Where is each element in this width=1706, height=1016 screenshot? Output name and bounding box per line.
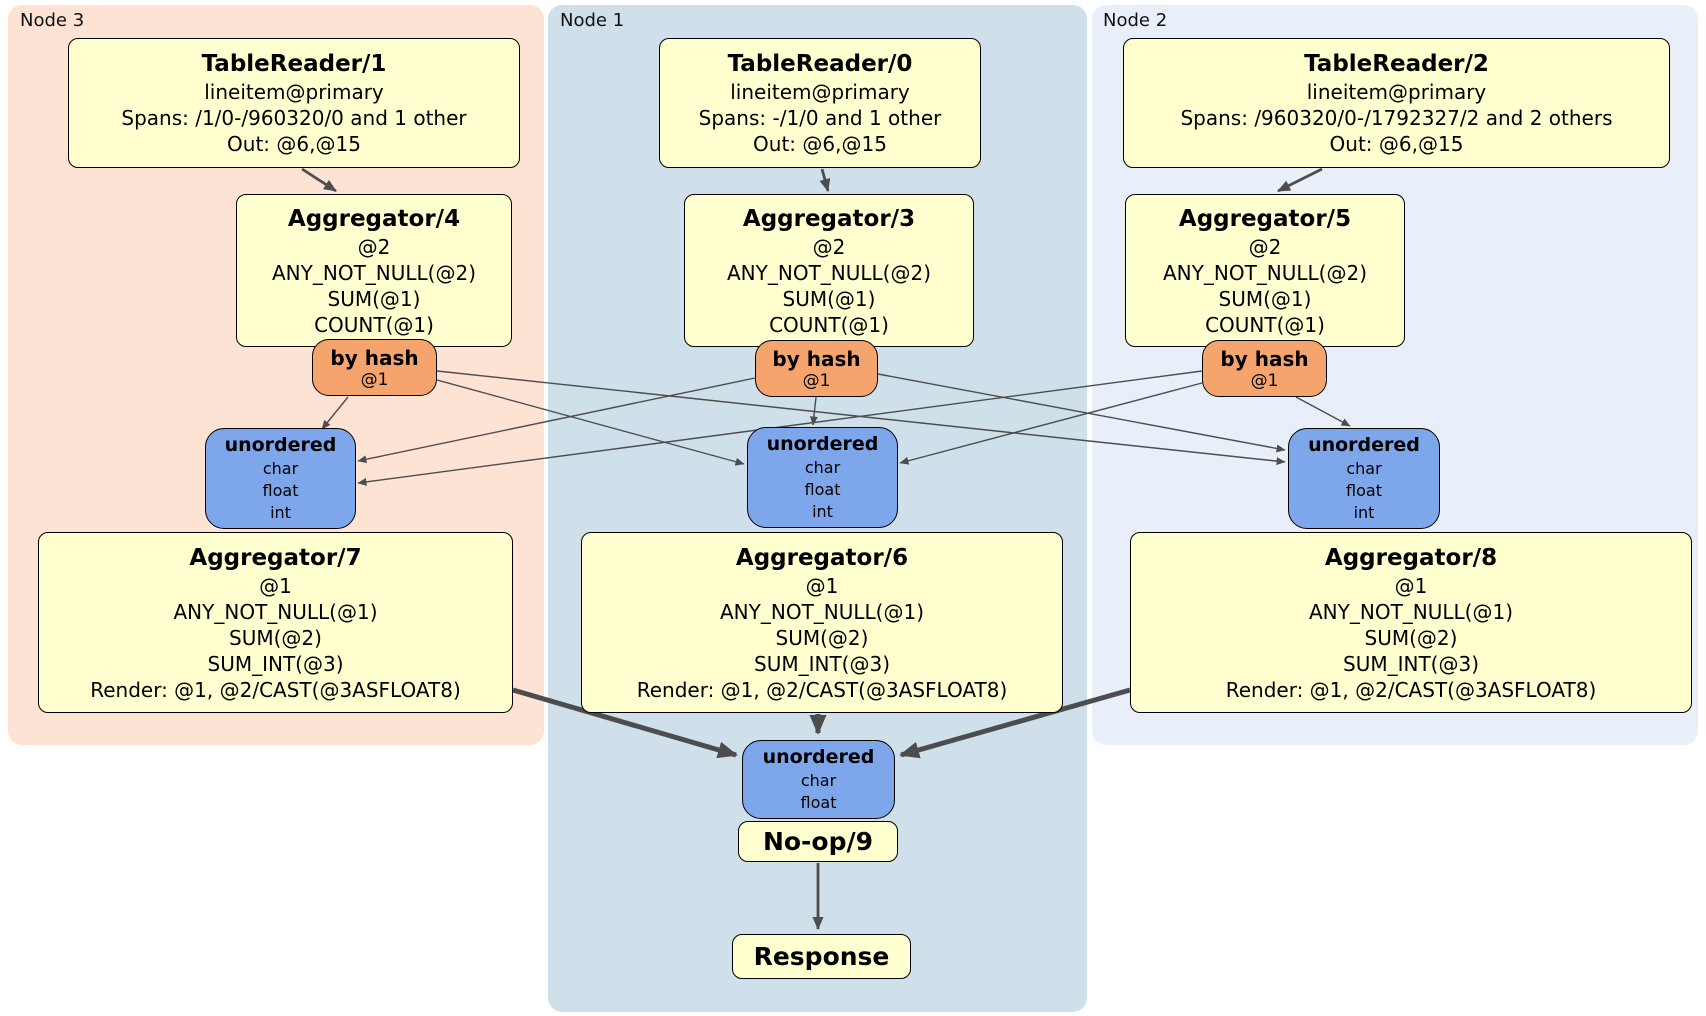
box-title: No-op/9: [762, 826, 874, 856]
box-line: Out: @6,@15: [753, 132, 887, 156]
box-title: Aggregator/8: [1324, 544, 1498, 571]
box-title: unordered: [766, 433, 879, 455]
box-line: @1: [802, 370, 831, 391]
table-reader-0-box: TableReader/0 lineitem@primary Spans: -/…: [659, 38, 981, 168]
box-line: SUM(@2): [229, 625, 322, 650]
box-title: unordered: [762, 746, 875, 768]
aggregator-4-box: Aggregator/4 @2 ANY_NOT_NULL(@2) SUM(@1)…: [236, 194, 512, 347]
noop-box: No-op/9: [738, 821, 898, 862]
box-line: COUNT(@1): [769, 312, 889, 337]
box-line: Render: @1, @2/CAST(@3ASFLOAT8): [90, 677, 461, 702]
box-line: SUM_INT(@3): [207, 651, 344, 676]
box-title: by hash: [772, 346, 861, 371]
box-line: SUM_INT(@3): [754, 651, 890, 676]
aggregator-8-box: Aggregator/8 @1 ANY_NOT_NULL(@1) SUM(@2)…: [1130, 532, 1692, 713]
box-line: @1: [360, 369, 389, 390]
box-line: char: [1346, 459, 1382, 478]
box-line: lineitem@primary: [1306, 80, 1487, 104]
box-title: Aggregator/6: [735, 544, 909, 571]
box-line: Spans: -/1/0 and 1 other: [698, 106, 942, 130]
aggregator-7-box: Aggregator/7 @1 ANY_NOT_NULL(@1) SUM(@2)…: [38, 532, 513, 713]
box-line: Out: @6,@15: [227, 132, 361, 156]
box-title: TableReader/1: [201, 51, 387, 77]
box-title: by hash: [330, 345, 419, 370]
box-line: int: [1353, 503, 1375, 522]
aggregator-6-box: Aggregator/6 @1 ANY_NOT_NULL(@1) SUM(@2)…: [581, 532, 1063, 713]
box-line: SUM(@2): [775, 625, 869, 650]
box-title: TableReader/0: [727, 51, 913, 77]
unordered-sync-node2: unordered char float int: [1288, 428, 1440, 529]
box-line: float: [804, 480, 841, 499]
box-line: SUM(@1): [782, 286, 876, 311]
box-title: Aggregator/5: [1178, 205, 1352, 232]
by-hash-router-node1: by hash @1: [755, 340, 878, 397]
box-title: Response: [753, 941, 890, 971]
aggregator-5-box: Aggregator/5 @2 ANY_NOT_NULL(@2) SUM(@1)…: [1125, 194, 1405, 347]
box-line: @1: [1394, 573, 1428, 598]
box-line: float: [262, 481, 299, 500]
box-line: Render: @1, @2/CAST(@3ASFLOAT8): [1225, 677, 1597, 702]
box-title: by hash: [1220, 346, 1309, 371]
box-line: char: [262, 459, 299, 478]
box-line: SUM_INT(@3): [1343, 651, 1479, 676]
box-line: char: [800, 771, 837, 790]
by-hash-router-node3: by hash @1: [312, 339, 437, 396]
box-line: ANY_NOT_NULL(@1): [173, 599, 378, 624]
node2-group-label: Node 2: [1103, 10, 1168, 31]
box-title: unordered: [1308, 434, 1420, 456]
box-line: @2: [812, 234, 846, 259]
unordered-sync-node3: unordered char float int: [205, 428, 356, 529]
box-line: int: [270, 503, 291, 522]
response-box: Response: [732, 934, 911, 979]
box-line: ANY_NOT_NULL(@1): [720, 599, 924, 624]
table-reader-1-box: TableReader/1 lineitem@primary Spans: /1…: [68, 38, 520, 168]
box-line: SUM(@1): [327, 286, 421, 311]
box-line: lineitem@primary: [730, 80, 910, 104]
box-line: SUM(@1): [1218, 286, 1312, 311]
box-line: Out: @6,@15: [1329, 132, 1464, 156]
box-title: unordered: [224, 434, 337, 456]
box-line: @2: [1248, 234, 1282, 259]
box-line: @1: [1250, 370, 1279, 391]
box-line: int: [812, 502, 833, 521]
by-hash-router-node2: by hash @1: [1202, 340, 1327, 397]
unordered-sync-final: unordered char float: [742, 740, 895, 819]
box-title: TableReader/2: [1304, 51, 1489, 77]
box-line: Render: @1, @2/CAST(@3ASFLOAT8): [636, 677, 1008, 702]
box-line: SUM(@2): [1364, 625, 1458, 650]
box-title: Aggregator/7: [189, 544, 362, 571]
box-line: lineitem@primary: [204, 80, 384, 104]
box-line: ANY_NOT_NULL(@2): [727, 260, 931, 285]
box-line: float: [1346, 481, 1382, 500]
box-line: float: [800, 793, 837, 812]
box-line: @2: [357, 234, 391, 259]
box-line: @1: [805, 573, 839, 598]
aggregator-3-box: Aggregator/3 @2 ANY_NOT_NULL(@2) SUM(@1)…: [684, 194, 974, 347]
box-title: Aggregator/3: [742, 205, 916, 232]
box-line: Spans: /1/0-/960320/0 and 1 other: [121, 106, 467, 130]
box-line: ANY_NOT_NULL(@1): [1309, 599, 1513, 624]
box-line: Spans: /960320/0-/1792327/2 and 2 others: [1180, 106, 1613, 130]
box-title: Aggregator/4: [287, 205, 461, 232]
table-reader-2-box: TableReader/2 lineitem@primary Spans: /9…: [1123, 38, 1670, 168]
box-line: ANY_NOT_NULL(@2): [1163, 260, 1367, 285]
node3-group-label: Node 3: [20, 10, 85, 31]
node1-group-label: Node 1: [560, 10, 625, 31]
box-line: @1: [259, 573, 292, 598]
box-line: COUNT(@1): [314, 312, 434, 337]
box-line: ANY_NOT_NULL(@2): [272, 260, 476, 285]
unordered-sync-node1: unordered char float int: [747, 427, 898, 528]
box-line: COUNT(@1): [1205, 312, 1325, 337]
box-line: char: [804, 458, 841, 477]
